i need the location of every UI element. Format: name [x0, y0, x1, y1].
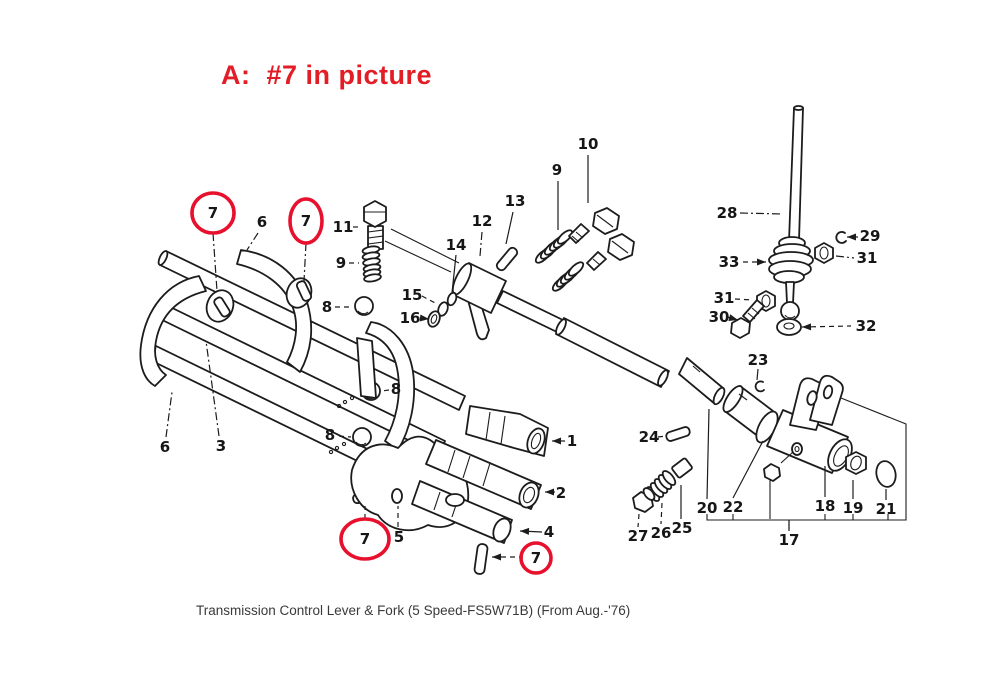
part-label-29: 29 [860, 227, 881, 245]
part-label-5: 5 [394, 528, 404, 546]
part-label-23: 23 [748, 351, 769, 369]
highlight-circle-part-7 [519, 541, 553, 575]
part-label-14: 14 [446, 236, 467, 254]
leader-arrowhead-32 [802, 323, 812, 331]
leader-line-24 [657, 435, 667, 438]
leader-line-7 [303, 242, 307, 282]
leader-line-8 [338, 435, 352, 438]
leader-line-8 [381, 389, 390, 392]
part-label-11: 11 [333, 218, 354, 236]
leader-line-26 [660, 502, 663, 525]
part-label-8: 8 [325, 426, 335, 444]
part-label-20: 20 [697, 499, 718, 517]
part-label-9: 9 [552, 161, 562, 179]
part-label-18: 18 [815, 497, 836, 515]
springs-and-plugs-top [534, 207, 635, 292]
part-label-7: 7 [208, 204, 218, 222]
leader-line-23 [756, 368, 759, 381]
part-label-10: 10 [578, 135, 599, 153]
leader-line-15 [421, 295, 438, 305]
highlight-circle-part-7 [339, 517, 391, 561]
leader-arrowhead-2 [545, 488, 554, 496]
part-label-7: 7 [360, 530, 370, 548]
leader-arrowhead-30 [728, 314, 738, 322]
leader-line-28 [739, 212, 784, 215]
annotation-title: A: #7 in picture [221, 60, 433, 90]
part-label-31: 31 [857, 249, 878, 267]
small-parts-mid [632, 380, 765, 513]
part-label-16: 16 [400, 309, 421, 327]
part-label-3: 3 [216, 437, 226, 455]
rod-end-4 [411, 480, 513, 544]
part-label-12: 12 [472, 212, 493, 230]
part-label-22: 22 [723, 498, 744, 516]
part-label-7: 7 [531, 549, 541, 567]
leader-arrowhead-16 [419, 314, 429, 322]
part-label-17: 17 [779, 531, 800, 549]
check-bolt-and-spring-left [361, 200, 460, 283]
part-label-7: 7 [301, 212, 311, 230]
part-label-28: 28 [717, 204, 738, 222]
leader-line-6 [165, 391, 173, 438]
leader-arrowhead-7 [492, 553, 501, 561]
part-label-2: 2 [556, 484, 566, 502]
part-label-31: 31 [714, 289, 735, 307]
part-label-26: 26 [651, 524, 672, 542]
part-label-25: 25 [672, 519, 693, 537]
part-label-15: 15 [402, 286, 423, 304]
part-label-32: 32 [856, 317, 877, 335]
rod-end-2 [425, 439, 542, 510]
part-label-21: 21 [876, 500, 897, 518]
part-label-6: 6 [257, 213, 267, 231]
leader-arrowhead-4 [520, 527, 530, 535]
fork-rods [145, 250, 466, 493]
striker-rod-assembly [427, 246, 726, 406]
leader-arrowhead-33 [757, 258, 766, 266]
part-label-4: 4 [544, 523, 554, 541]
leader-line-32 [801, 325, 852, 328]
figure-caption: Transmission Control Lever & Fork (5 Spe… [196, 603, 631, 618]
retaining-pins [213, 280, 489, 575]
leader-line-12 [479, 231, 483, 257]
control-housing [706, 374, 907, 530]
leader-line-31 [835, 255, 855, 259]
part-label-8: 8 [391, 380, 401, 398]
leader-line-20 [706, 408, 710, 500]
highlight-circle-part-7 [190, 191, 236, 235]
leader-line-31 [734, 298, 754, 301]
part-label-9: 9 [336, 254, 346, 272]
leader-line-27 [637, 513, 640, 528]
leader-line-13 [505, 211, 514, 245]
rod-end-1 [465, 405, 549, 457]
leader-arrowhead-1 [552, 437, 561, 445]
part-label-27: 27 [628, 527, 649, 545]
leader-line-14 [451, 254, 457, 294]
leader-line-6 [246, 232, 259, 251]
part-label-6: 6 [160, 438, 170, 456]
part-label-1: 1 [567, 432, 577, 450]
part-label-30: 30 [709, 308, 730, 326]
control-lever [730, 105, 847, 339]
part-label-33: 33 [719, 253, 740, 271]
part-label-24: 24 [639, 428, 660, 446]
part-label-13: 13 [505, 192, 526, 210]
leader-arrowhead-29 [847, 233, 856, 241]
leader-line-7 [212, 232, 218, 292]
part-label-8: 8 [322, 298, 332, 316]
part-label-19: 19 [843, 499, 864, 517]
highlight-circle-part-7 [288, 197, 324, 245]
leader-line-22 [732, 440, 764, 499]
